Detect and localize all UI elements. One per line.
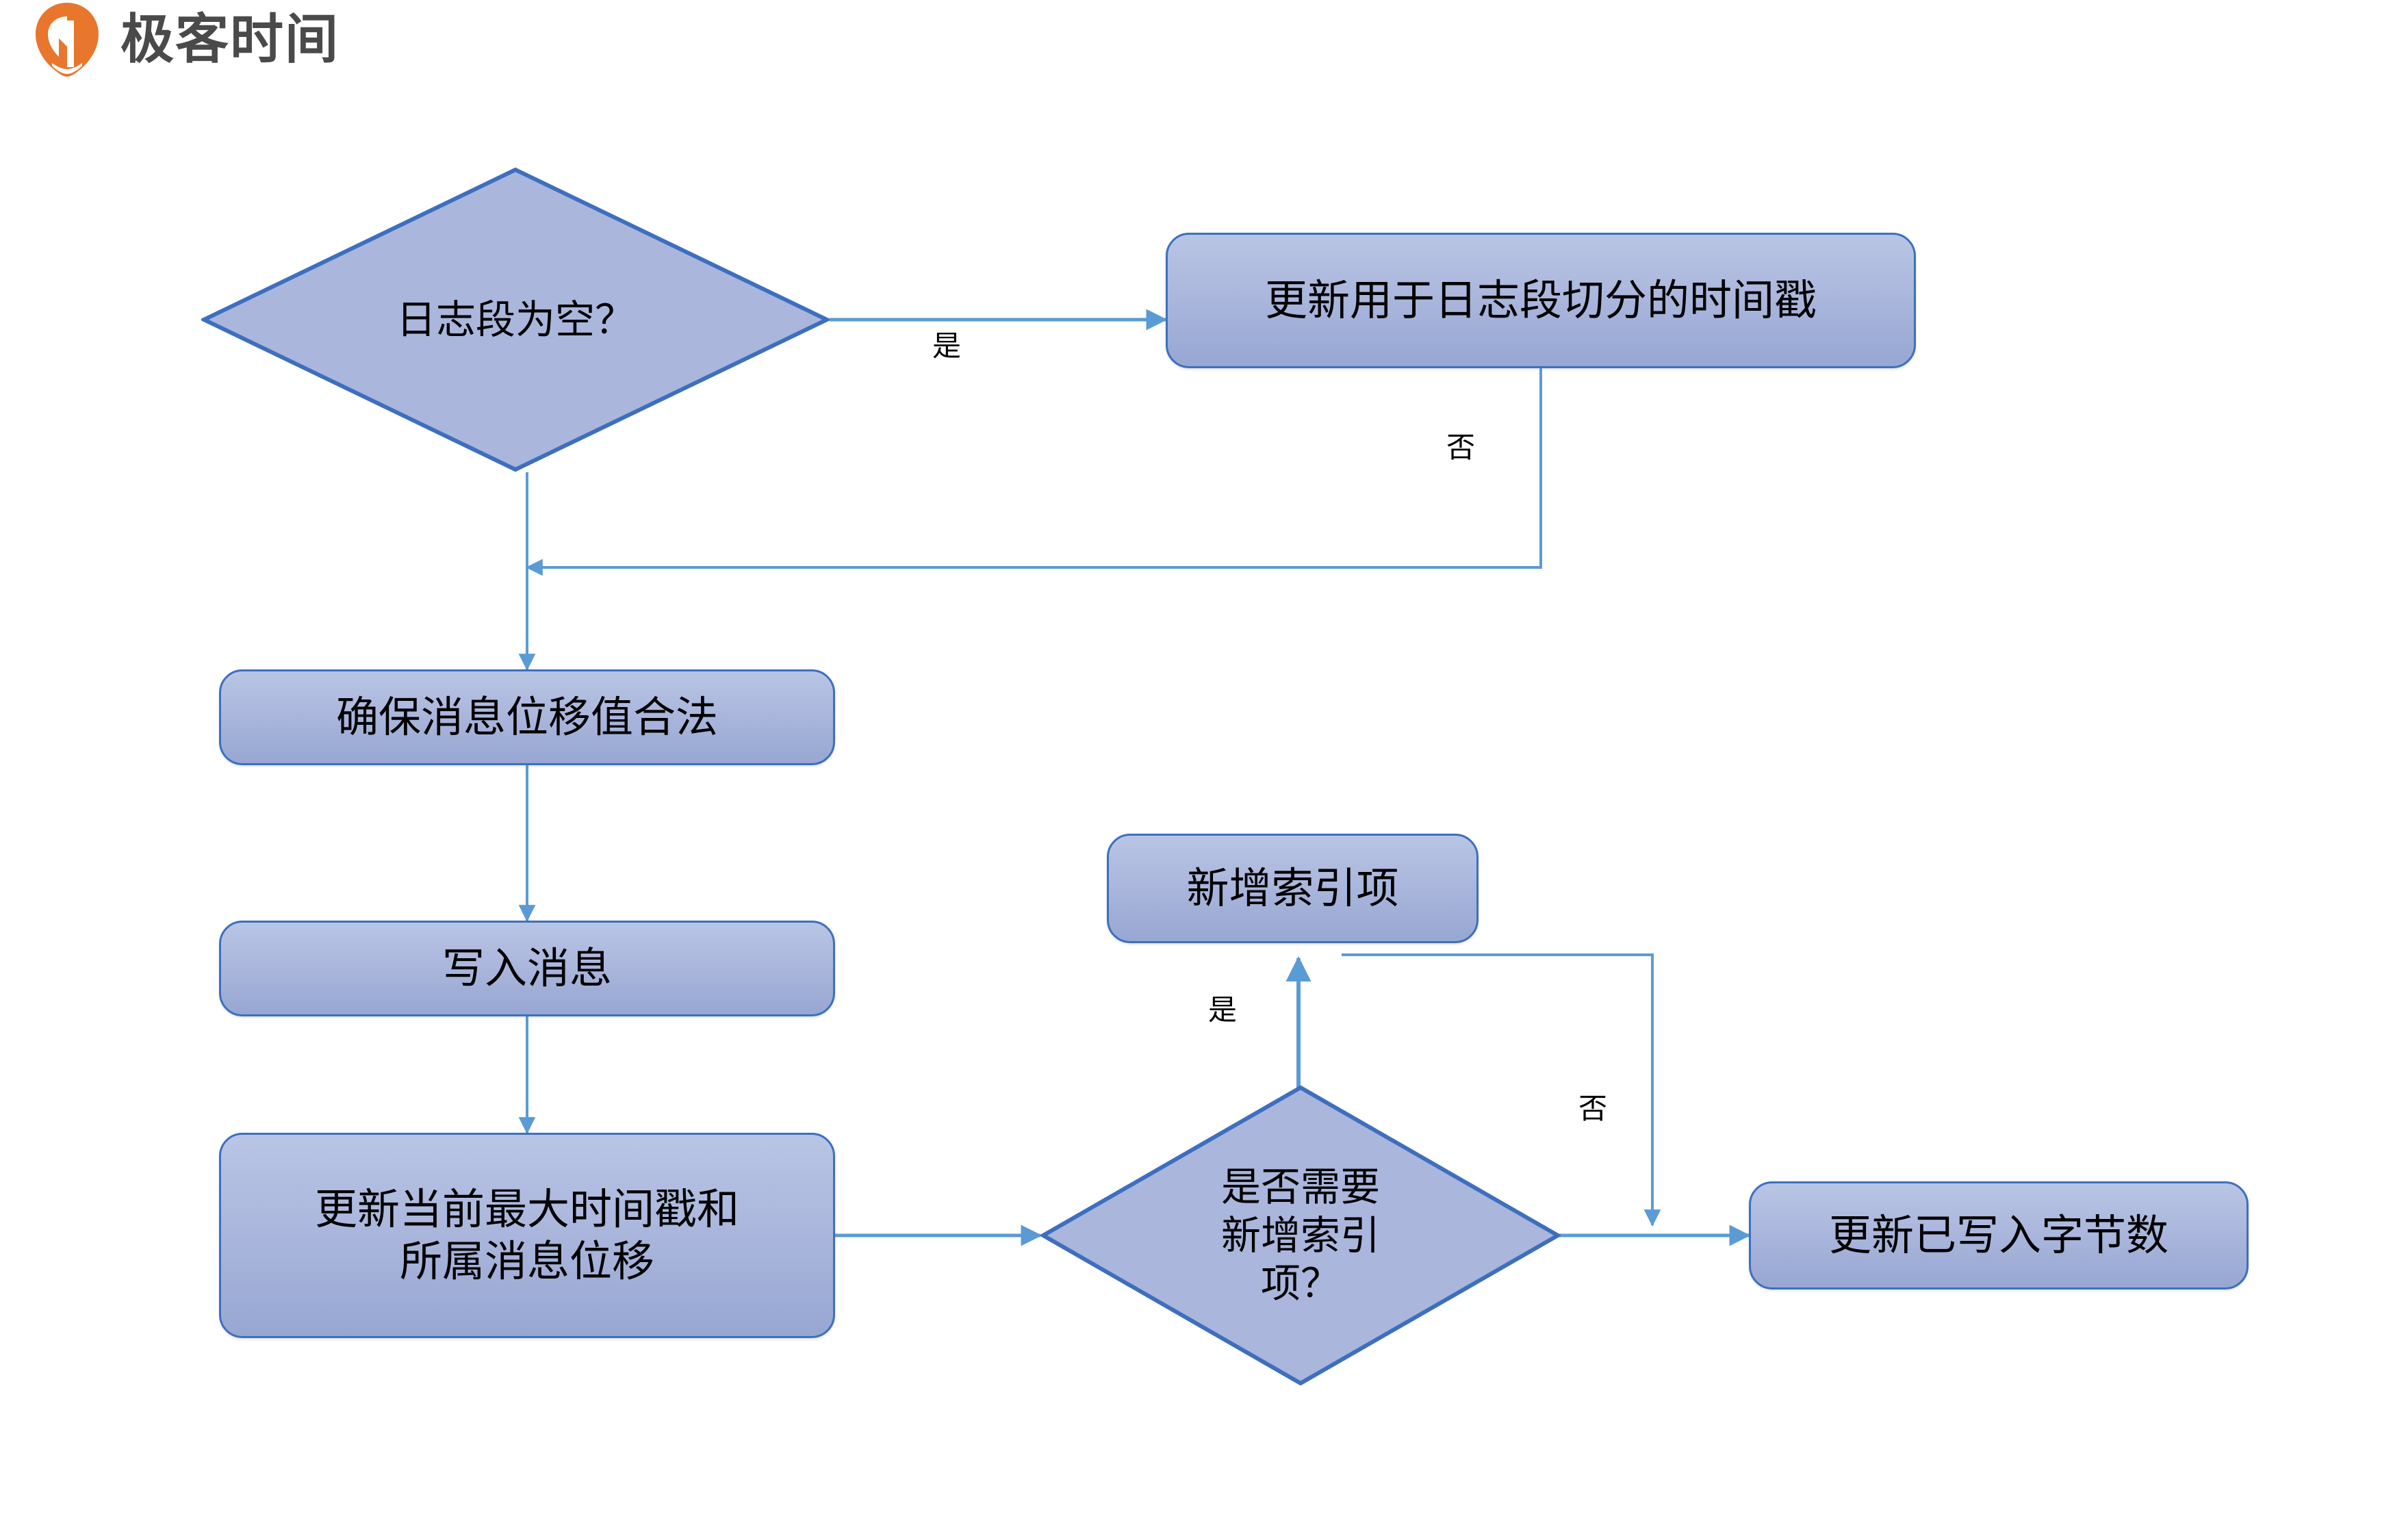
process-update-written-bytes[interactable]: 更新已写入字节数: [1749, 1181, 2249, 1289]
diamond-shape: [201, 167, 830, 472]
node-label: 更新用于日志段切分的时间戳: [1264, 275, 1817, 326]
decision-log-segment-empty[interactable]: 日志段为空？: [201, 167, 830, 472]
geekbang-logo-icon: [31, 0, 103, 79]
process-add-index-entry[interactable]: 新增索引项: [1107, 834, 1479, 943]
brand-name: 极客时间: [120, 9, 340, 70]
node-label: 写入消息: [441, 943, 612, 994]
edge-label-no-bottom: 否: [1578, 1092, 1608, 1125]
node-label: 更新已写入字节数: [1828, 1210, 2168, 1261]
process-update-max-timestamp[interactable]: 更新当前最大时间戳和 所属消息位移: [219, 1133, 835, 1338]
process-update-rolling-timestamp[interactable]: 更新用于日志段切分的时间戳: [1166, 233, 1916, 368]
brand-watermark: 极客时间: [31, 0, 340, 79]
edge-label-yes-top: 是: [932, 329, 962, 363]
node-label: 更新当前最大时间戳和 所属消息位移: [314, 1184, 739, 1286]
edge-label-yes-bottom: 是: [1208, 993, 1238, 1027]
edge-label-no-top: 否: [1446, 431, 1476, 464]
node-label: 新增索引项: [1186, 863, 1399, 914]
diamond-shape: [1040, 1085, 1561, 1386]
node-label: 是否需要 新增索引 项？: [1220, 1163, 1380, 1307]
node-label: 确保消息位移值合法: [335, 692, 718, 743]
node-label: 日志段为空？: [396, 296, 635, 343]
decision-need-new-index-entry[interactable]: 是否需要 新增索引 项？: [1040, 1085, 1561, 1386]
process-validate-offset[interactable]: 确保消息位移值合法: [219, 669, 835, 765]
process-append-message[interactable]: 写入消息: [219, 921, 835, 1016]
